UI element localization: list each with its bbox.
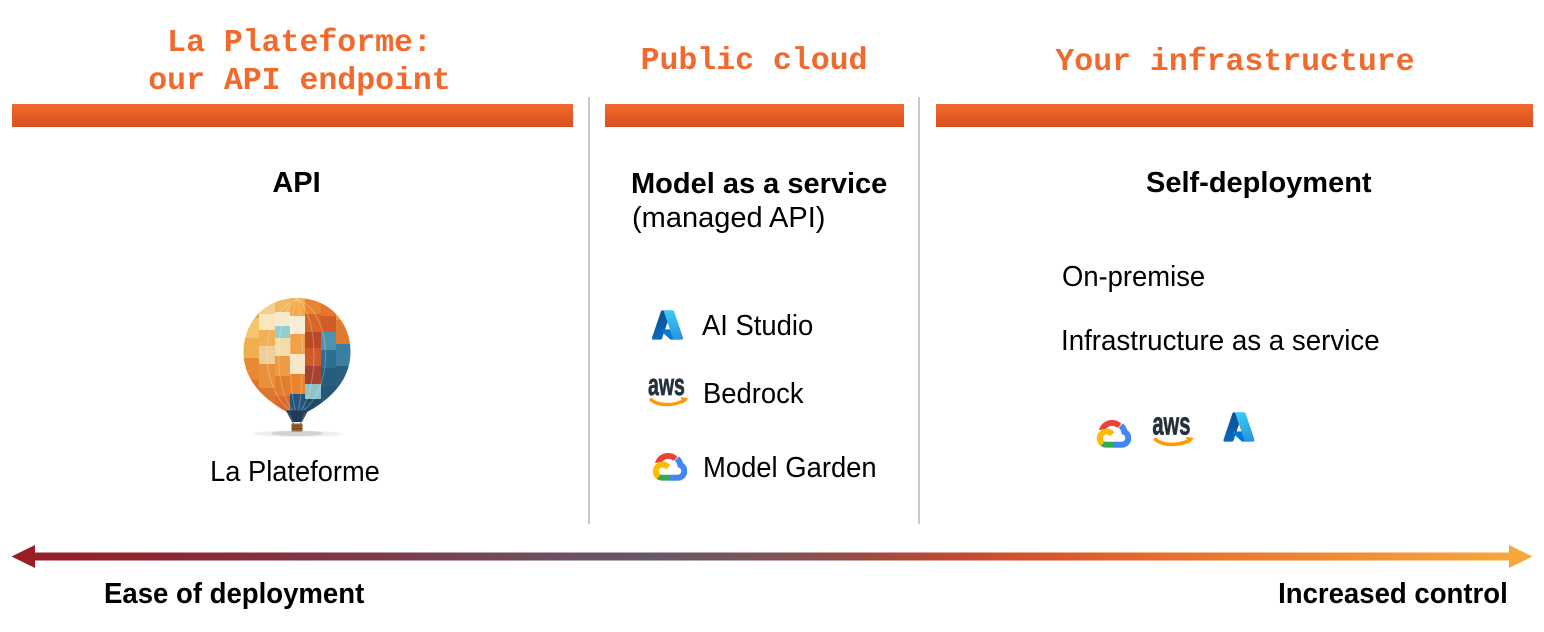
svg-text:aws: aws	[648, 376, 685, 402]
svg-text:aws: aws	[1152, 415, 1190, 442]
